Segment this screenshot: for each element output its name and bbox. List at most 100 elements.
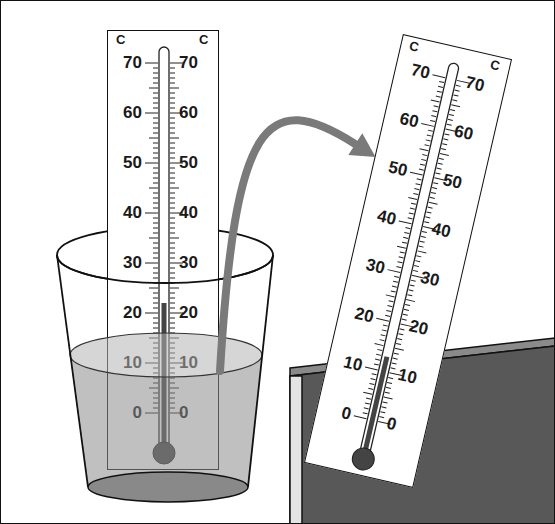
tick-mark [153,343,158,344]
tick-mark [380,412,385,413]
tick-mark [437,91,442,92]
glass-rim-front [57,255,273,283]
tick-mark [170,158,175,159]
tick-mark [153,373,158,374]
tick-mark [383,402,388,403]
tick-mark [421,123,434,126]
tick-mark [398,262,403,263]
tick-mark [170,238,179,239]
tick-mark [153,158,158,159]
tick-mark [153,108,158,109]
tick-mark [432,188,437,189]
tick-mark [170,278,175,279]
tick-mark [170,68,175,69]
tick-mark [386,387,391,388]
tick-mark [170,268,175,269]
tick-mark [387,306,392,307]
tick-mark [170,143,175,144]
tick-mark [153,268,158,269]
tick-mark [385,315,390,316]
tick-mark [452,100,457,101]
tick-mark [153,358,158,359]
tick-mark [376,354,381,355]
tick-mark [430,197,435,198]
tick-mark [170,298,175,299]
tick-mark [145,363,158,364]
tick-mark [153,173,158,174]
glass-tube [159,47,169,449]
tick-mark [170,123,175,124]
tick-mark [414,265,419,266]
tick-mark [170,343,175,344]
scale-number: 0 [133,403,142,423]
tick-mark [447,124,452,125]
scale-number: 40 [430,219,453,243]
tick-mark [387,382,392,383]
scale-number: 40 [375,206,398,230]
scale-number: 60 [123,103,142,123]
tick-mark [404,232,409,233]
tick-mark [153,93,158,94]
tick-mark [428,207,433,208]
liquid-column [162,303,167,449]
tick-mark [153,368,158,369]
tick-mark [427,135,432,136]
scale-number: 40 [123,203,142,223]
unit-label: C [407,36,421,58]
tick-mark [153,383,158,384]
tick-mark [170,358,175,359]
tick-mark [170,128,175,129]
tick-mark [385,392,390,393]
tick-mark [434,106,439,107]
tick-mark [417,179,422,180]
tick-mark [405,304,410,305]
tick-mark [170,318,175,319]
tick-mark [145,263,158,264]
arrow-head [348,133,375,157]
tick-mark [170,183,175,184]
tick-mark [170,403,175,404]
tick-mark [386,310,391,311]
tick-mark [145,63,158,64]
tick-mark [170,108,175,109]
tick-mark [170,393,175,394]
tick-mark [153,83,158,84]
tick-mark [153,333,158,334]
tick-mark [384,397,393,399]
tick-mark [396,343,401,344]
unit-label: C [488,55,502,77]
tick-mark [153,233,158,234]
tick-mark [153,103,158,104]
tick-mark [381,335,386,336]
tick-mark [382,330,387,331]
tick-mark [427,212,432,213]
tick-mark [170,353,175,354]
tick-mark [153,148,158,149]
liquid-column [362,356,390,456]
tick-mark [377,349,382,350]
glass-base [88,472,248,502]
scale-number: 70 [179,53,198,73]
tick-mark [153,293,158,294]
tick-mark [153,78,158,79]
tick-mark [393,281,398,282]
tick-mark [153,273,158,274]
tick-mark [366,398,371,399]
tick-mark [426,140,431,141]
tick-mark [170,378,175,379]
tick-mark [391,291,396,292]
tick-mark [149,188,158,189]
tick-mark [153,68,158,69]
tick-mark [170,383,175,384]
tick-mark [149,138,158,139]
tick-mark [375,359,380,360]
thermometer-scale [305,35,513,489]
tick-mark [394,353,399,354]
tick-mark [363,392,372,394]
tick-mark [170,303,175,304]
tick-mark [411,203,416,204]
tick-mark [170,338,179,339]
tick-mark [153,393,158,394]
tick-mark [416,256,421,257]
